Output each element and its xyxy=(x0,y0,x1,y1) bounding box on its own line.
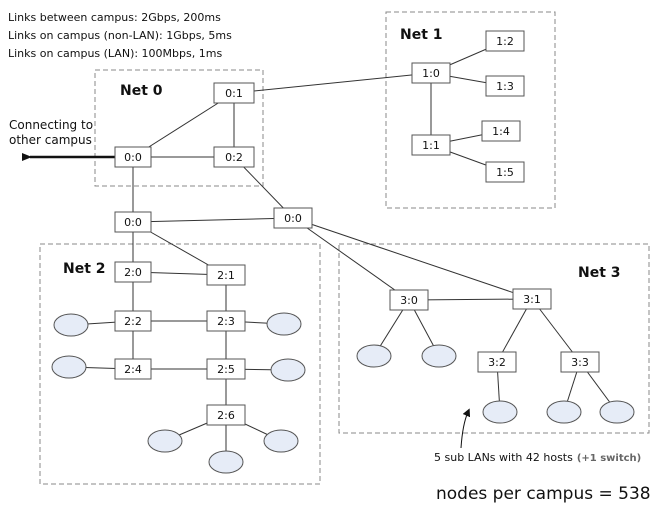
connecting-line1: Connecting to xyxy=(9,118,93,132)
node-1-2-label: 1:2 xyxy=(496,35,514,48)
node-3-1-label: 3:1 xyxy=(523,293,541,306)
lan-host-3-2 xyxy=(482,400,518,424)
lan-host-3-0-left xyxy=(356,344,392,368)
legend-line-3: Links on campus (LAN): 100Mbps, 1ms xyxy=(8,47,223,60)
node-3-0-label: 3:0 xyxy=(400,294,418,307)
node-2-3-box xyxy=(206,310,246,332)
sublan-note: 5 sub LANs with 42 hosts (+1 switch) xyxy=(434,451,641,464)
node-1-5-box xyxy=(485,161,525,183)
net2-title: Net 2 xyxy=(63,261,106,277)
node-1-1-label: 1:1 xyxy=(422,139,440,152)
node-1-3-label: 1:3 xyxy=(496,80,514,93)
lan-host-2-6-bottom xyxy=(208,450,244,474)
node-1-3-box xyxy=(485,75,525,97)
net3-group xyxy=(338,243,650,434)
node-1-5-label: 1:5 xyxy=(496,166,514,179)
net2-group xyxy=(39,243,321,485)
node-2-5-label: 2:5 xyxy=(217,363,235,376)
lan-host-2-2-left xyxy=(53,313,89,337)
lan-host-2-6-right xyxy=(263,429,299,453)
node-0-1-label: 0:1 xyxy=(225,87,243,100)
net0-title: Net 0 xyxy=(120,83,163,99)
node-1-0-box xyxy=(411,62,451,84)
node-1-4-box xyxy=(481,120,521,142)
net1-title: Net 1 xyxy=(400,27,443,43)
node-1-1-box xyxy=(411,134,451,156)
node-0-2-box xyxy=(213,146,255,168)
lan-host-2-5-right xyxy=(270,358,306,382)
node-0-0-box xyxy=(114,146,152,168)
legend-line-1: Links between campus: 2Gbps, 200ms xyxy=(8,11,221,24)
node-2-uplink-label: 0:0 xyxy=(124,216,142,229)
links xyxy=(68,40,618,462)
connecting-line2: other campus xyxy=(9,133,92,147)
node-2-4-label: 2:4 xyxy=(124,363,142,376)
node-1-4-label: 1:4 xyxy=(492,125,510,138)
node-2-2-label: 2:2 xyxy=(124,315,142,328)
node-2-0-box xyxy=(114,261,152,283)
node-2-uplink-box xyxy=(114,211,152,233)
node-2-1-box xyxy=(206,264,246,286)
sublan-pointer-arrow xyxy=(460,408,471,449)
node-0-1-box xyxy=(213,82,255,104)
lan-host-3-3-right xyxy=(599,400,635,424)
node-3-uplink-box xyxy=(273,207,313,229)
node-2-3-label: 2:3 xyxy=(217,315,235,328)
node-1-0-label: 1:0 xyxy=(422,67,440,80)
net1-group xyxy=(385,11,556,209)
node-2-0-label: 2:0 xyxy=(124,266,142,279)
sublan-note-extra: (+1 switch) xyxy=(577,453,641,464)
node-2-1-label: 2:1 xyxy=(217,269,235,282)
sublan-note-text: 5 sub LANs with 42 hosts xyxy=(434,451,573,464)
node-3-3-label: 3:3 xyxy=(571,356,589,369)
node-2-6-label: 2:6 xyxy=(217,409,235,422)
node-2-2-box xyxy=(114,310,152,332)
node-3-uplink-label: 0:0 xyxy=(284,212,302,225)
net3-title: Net 3 xyxy=(578,265,621,281)
node-2-4-box xyxy=(114,358,152,380)
node-0-2-label: 0:2 xyxy=(225,151,243,164)
legend-line-2: Links on campus (non-LAN): 1Gbps, 5ms xyxy=(8,29,232,42)
node-3-0-box xyxy=(389,289,429,311)
node-3-2-box xyxy=(477,351,517,373)
node-1-2-box xyxy=(485,30,525,52)
lan-host-3-3-left xyxy=(546,400,582,424)
lan-host-2-4-left xyxy=(51,355,87,379)
node-3-2-label: 3:2 xyxy=(488,356,506,369)
node-3-3-box xyxy=(560,351,600,373)
lan-host-3-0-right xyxy=(421,344,457,368)
lan-host-2-6-left xyxy=(147,429,183,453)
nodes-per-campus: nodes per campus = 538 xyxy=(436,484,651,504)
node-3-1-box xyxy=(512,288,552,310)
lan-host-2-3-right xyxy=(266,312,302,336)
net0-group xyxy=(94,69,264,187)
node-2-5-box xyxy=(206,358,246,380)
node-0-0-label: 0:0 xyxy=(124,151,142,164)
node-2-6-box xyxy=(206,404,246,426)
